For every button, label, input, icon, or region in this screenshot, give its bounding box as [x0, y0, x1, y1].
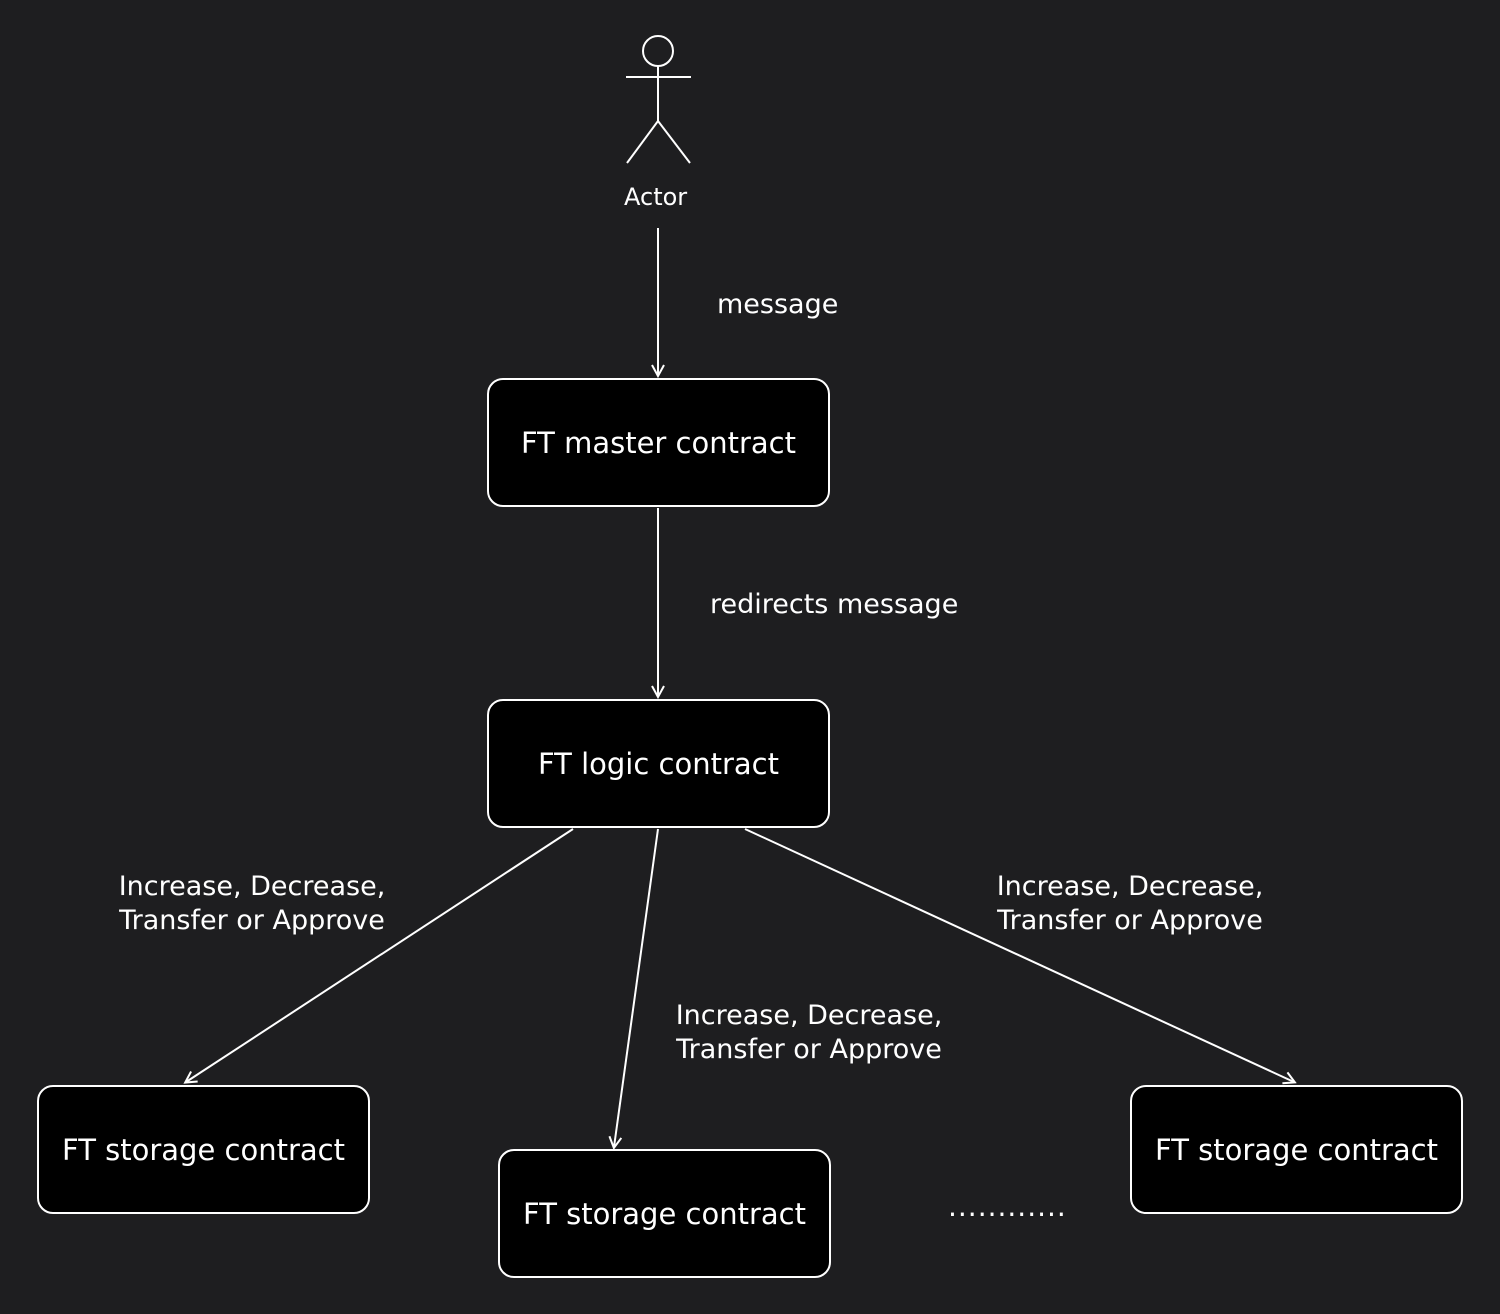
more-storage-indicator: ............: [948, 1190, 1067, 1223]
node-ft-storage-contract-left: FT storage contract: [37, 1085, 370, 1214]
edge-label-right: Increase, Decrease, Transfer or Approve: [984, 870, 1276, 938]
node-ft-storage-contract-left-label: FT storage contract: [62, 1132, 345, 1167]
edge-label-left-line-2: Transfer or Approve: [119, 905, 385, 936]
actor-label: Actor: [624, 183, 688, 211]
edge-label-middle-line-1: Increase, Decrease,: [675, 1000, 943, 1031]
edge-label-right-line-1: Increase, Decrease,: [996, 871, 1264, 902]
arrow-logic-to-storage-middle: [614, 828, 659, 1147]
node-ft-logic-contract: FT logic contract: [487, 699, 830, 828]
edge-label-redirects-message: redirects message: [710, 589, 959, 620]
node-ft-storage-contract-middle-label: FT storage contract: [523, 1196, 806, 1231]
node-ft-storage-contract-right-label: FT storage contract: [1155, 1132, 1438, 1167]
actor-figure: [626, 35, 691, 164]
node-ft-storage-contract-right: FT storage contract: [1130, 1085, 1463, 1214]
edge-label-middle: Increase, Decrease, Transfer or Approve: [663, 999, 955, 1067]
actor-right-leg: [657, 120, 691, 164]
node-ft-master-contract-label: FT master contract: [520, 425, 797, 460]
node-ft-logic-contract-label: FT logic contract: [538, 746, 779, 781]
edge-label-left-line-1: Increase, Decrease,: [118, 871, 386, 902]
node-ft-storage-contract-middle: FT storage contract: [498, 1149, 831, 1278]
edge-label-left: Increase, Decrease, Transfer or Approve: [106, 870, 398, 938]
actor-left-leg: [626, 120, 659, 164]
edge-label-message: message: [717, 289, 839, 320]
arrow-logic-to-storage-right: [744, 828, 1294, 1082]
arrow-logic-to-storage-left: [186, 828, 574, 1082]
edge-label-middle-line-2: Transfer or Approve: [676, 1034, 942, 1065]
edge-label-right-line-2: Transfer or Approve: [997, 905, 1263, 936]
actor-head: [642, 35, 674, 67]
node-ft-master-contract: FT master contract: [487, 378, 830, 507]
